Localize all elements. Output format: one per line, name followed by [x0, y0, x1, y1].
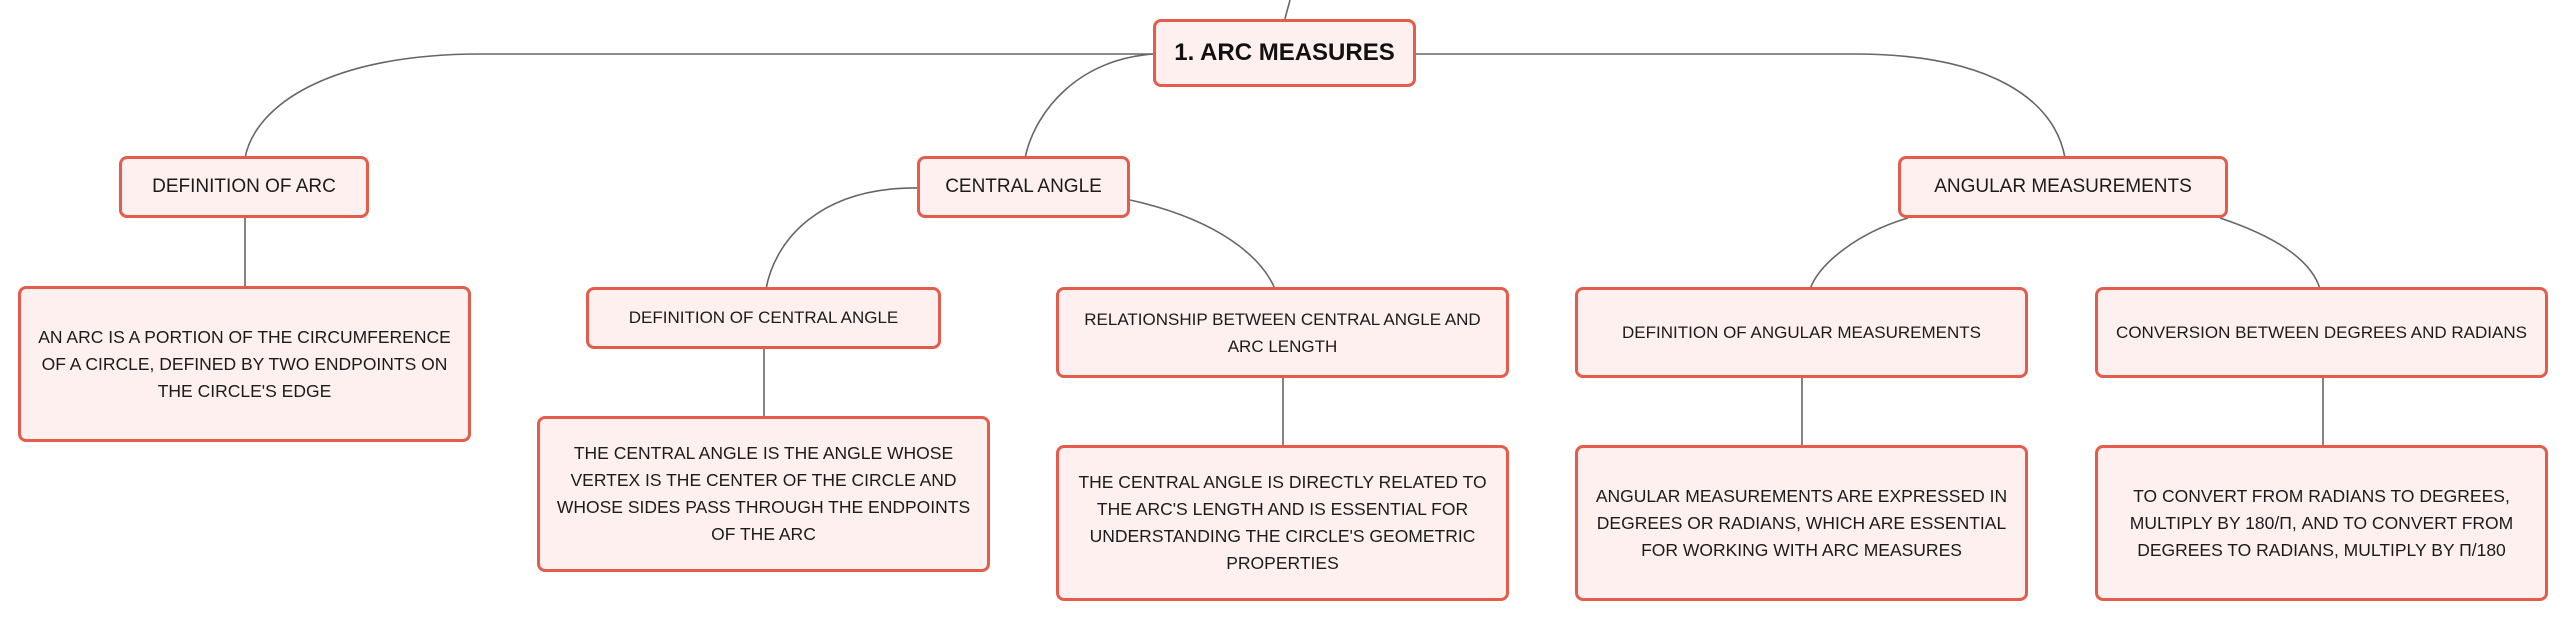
subtopic-conversion-degrees-radians[interactable]: CONVERSION BETWEEN DEGREES AND RADIANS [2095, 287, 2548, 378]
connector-angular-to-definition [1809, 217, 1909, 290]
detail-relationship-central-angle-arc-length[interactable]: THE CENTRAL ANGLE IS DIRECTLY RELATED TO… [1056, 445, 1509, 601]
connector-central-angle-to-relationship [1129, 199, 1276, 290]
detail-definition-of-angular-measurements-text: ANGULAR MEASUREMENTS ARE EXPRESSED IN DE… [1595, 485, 2008, 560]
topic-angular-measurements-label: ANGULAR MEASUREMENTS [1934, 175, 2192, 197]
topic-definition-of-arc-label: DEFINITION OF ARC [152, 175, 336, 197]
topic-angular-measurements[interactable]: ANGULAR MEASUREMENTS [1898, 156, 2228, 218]
connector-root-to-angular-measurements [1414, 53, 2066, 159]
topic-central-angle[interactable]: CENTRAL ANGLE [917, 156, 1130, 218]
connector-root-to-definition-of-arc [244, 53, 1155, 159]
subtopic-definition-of-angular-measurements[interactable]: DEFINITION OF ANGULAR MEASUREMENTS [1575, 287, 2028, 378]
connector-root-to-central-angle [1024, 53, 1156, 159]
connector-parent-to-root [1284, 0, 1291, 20]
subtopic-relationship-central-angle-arc-length[interactable]: RELATIONSHIP BETWEEN CENTRAL ANGLE AND A… [1056, 287, 1509, 378]
subtopic-relationship-central-angle-arc-length-label: RELATIONSHIP BETWEEN CENTRAL ANGLE AND A… [1084, 309, 1481, 356]
detail-definition-of-arc[interactable]: AN ARC IS A PORTION OF THE CIRCUMFERENCE… [18, 286, 471, 442]
topic-definition-of-arc[interactable]: DEFINITION OF ARC [119, 156, 369, 218]
subtopic-definition-of-central-angle[interactable]: DEFINITION OF CENTRAL ANGLE [586, 287, 941, 349]
connector-angular-to-conversion [2219, 217, 2321, 290]
connector-central-angle-to-definition [765, 187, 922, 290]
root-topic-label: 1. ARC MEASURES [1174, 39, 1395, 67]
subtopic-conversion-degrees-radians-label: CONVERSION BETWEEN DEGREES AND RADIANS [2116, 322, 2527, 342]
detail-definition-of-central-angle[interactable]: THE CENTRAL ANGLE IS THE ANGLE WHOSE VER… [537, 416, 990, 572]
detail-definition-of-central-angle-text: THE CENTRAL ANGLE IS THE ANGLE WHOSE VER… [556, 443, 971, 544]
topic-central-angle-label: CENTRAL ANGLE [945, 175, 1102, 197]
detail-relationship-central-angle-arc-length-text: THE CENTRAL ANGLE IS DIRECTLY RELATED TO… [1078, 472, 1487, 573]
detail-conversion-degrees-radians[interactable]: TO CONVERT FROM RADIANS TO DEGREES, MULT… [2095, 445, 2548, 601]
root-topic[interactable]: 1. ARC MEASURES [1153, 19, 1416, 87]
subtopic-definition-of-central-angle-label: DEFINITION OF CENTRAL ANGLE [628, 308, 899, 328]
detail-definition-of-angular-measurements[interactable]: ANGULAR MEASUREMENTS ARE EXPRESSED IN DE… [1575, 445, 2028, 601]
subtopic-definition-of-angular-measurements-label: DEFINITION OF ANGULAR MEASUREMENTS [1622, 322, 1981, 342]
detail-conversion-degrees-radians-text: TO CONVERT FROM RADIANS TO DEGREES, MULT… [2129, 485, 2514, 560]
detail-definition-of-arc-text: AN ARC IS A PORTION OF THE CIRCUMFERENCE… [38, 326, 451, 401]
